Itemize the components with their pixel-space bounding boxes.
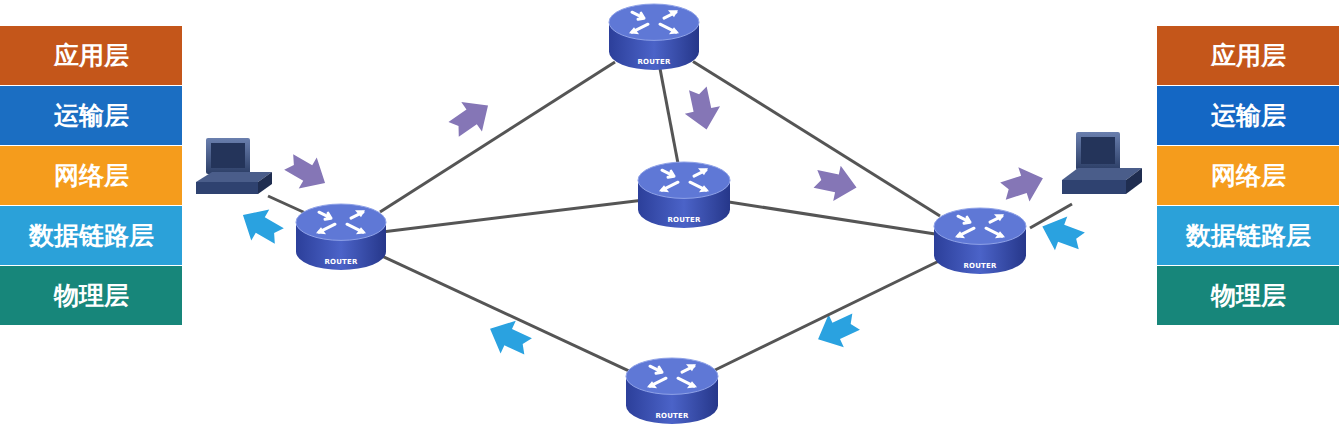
packet-arrow [1036,210,1088,258]
layer-label: 应用层 [1211,39,1286,72]
layer-band: 物理层 [1157,266,1339,325]
packet-arrow [810,305,863,355]
layer-label: 数据链路层 [29,219,154,252]
layer-band: 物理层 [0,266,182,325]
layer-band: 数据链路层 [1157,206,1339,265]
router-node: ROUTER [624,356,720,426]
router-label: ROUTER [624,412,720,420]
router-label: ROUTER [932,262,1028,270]
link-line [380,255,632,372]
layer-label: 运输层 [54,99,129,132]
layer-label: 运输层 [1211,99,1286,132]
layer-label: 应用层 [54,39,129,72]
packet-arrow [234,199,288,251]
computer-icon [1062,132,1142,194]
layer-band: 应用层 [1157,26,1339,85]
layer-band: 应用层 [0,26,182,85]
router-label: ROUTER [294,258,388,266]
link-line [380,200,644,232]
router-label: ROUTER [607,58,701,66]
layer-band: 网络层 [0,146,182,205]
router-node: ROUTER [294,202,388,272]
router-label: ROUTER [636,216,732,224]
link-line [380,62,615,212]
packet-arrow [680,85,724,134]
layer-band: 数据链路层 [0,206,182,265]
computer-icon [196,138,272,194]
layer-band: 运输层 [1157,86,1339,145]
layer-label: 网络层 [1211,159,1286,192]
link-line [659,64,679,168]
layer-label: 数据链路层 [1186,219,1311,252]
layer-band: 运输层 [0,86,182,145]
router-node: ROUTER [636,160,732,230]
link-line [724,201,940,235]
layer-label: 网络层 [54,159,129,192]
packet-arrow [280,146,334,198]
packet-arrow [443,91,498,145]
packet-arrow [812,161,861,205]
layer-label: 物理层 [1211,279,1286,312]
layer-label: 物理层 [54,279,129,312]
link-line [712,260,940,371]
packet-arrow [482,312,535,362]
router-node: ROUTER [932,206,1028,276]
link-line [693,61,940,216]
packet-arrow [997,161,1048,208]
router-node: ROUTER [607,2,701,72]
layer-band: 网络层 [1157,146,1339,205]
